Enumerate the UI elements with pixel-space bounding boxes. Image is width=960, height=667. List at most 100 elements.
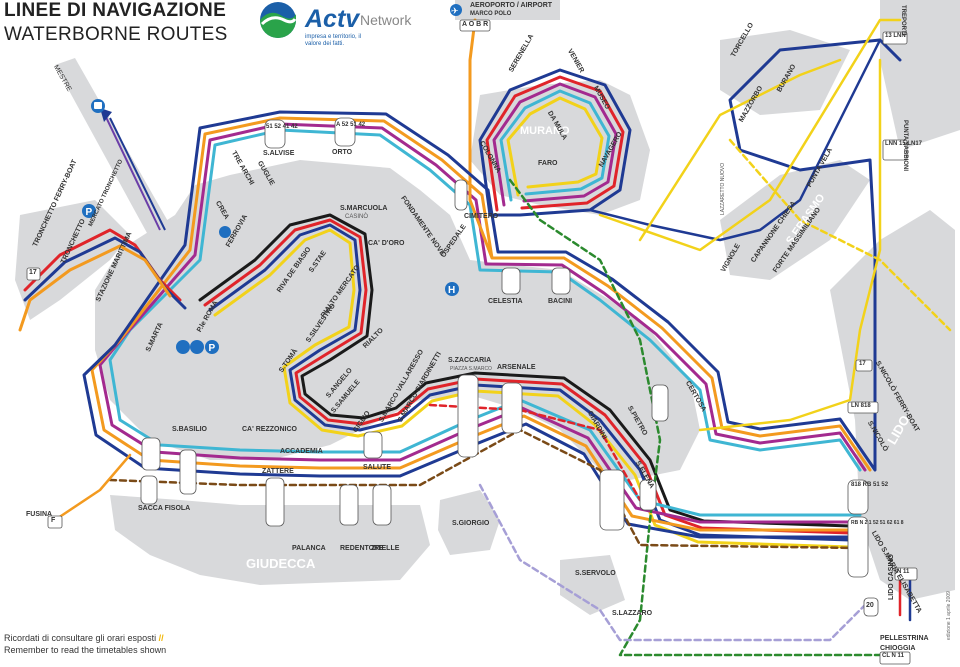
brand-tagline: impresa e territorio, il valore dei fatt…: [305, 34, 362, 47]
box-chioggia: [879, 651, 911, 665]
line-yellow-lido: [598, 18, 902, 252]
label-stops-zitelle: ZITELLE: [371, 545, 400, 552]
bus-icon-glyph: [94, 102, 102, 109]
stop-pill-san-pietro: [651, 384, 669, 422]
hospital-icon-glyph: H: [448, 285, 455, 296]
route-line-orange: [90, 18, 872, 532]
stop-pill-sacca-fisola: [140, 475, 158, 505]
route-line-red: [203, 218, 852, 535]
line-fusina: [53, 453, 132, 522]
label-stops-s-alvise: S.ALVISE: [263, 150, 295, 157]
label-line-codes-lido-box: 818 RB 51 52: [851, 482, 889, 488]
box-casino: [863, 597, 879, 617]
bus-icon-roma-2: [190, 340, 204, 354]
box-treporti: [882, 31, 908, 45]
route-line-purple: [98, 122, 867, 524]
label-stops-lazzaretto: LAZZARETTO NUOVO: [720, 162, 726, 215]
label-line-codes-fusina-box: F: [51, 517, 56, 524]
label-line-codes-chioggia-box: CL N 11: [882, 653, 904, 659]
grand-canal-bundle: [198, 213, 852, 549]
line-dashed-green: [508, 178, 902, 657]
label-stops-salute: SALUTE: [363, 464, 391, 471]
route-line-orange-west: [18, 244, 172, 332]
actv-logo-mark: [260, 2, 297, 38]
stop-pill-lido-818: [847, 479, 869, 515]
parking-icon-roma: [205, 340, 219, 354]
label-stops-s-lazzaro: S.LAZZARO: [612, 610, 653, 617]
label-stops-s-giorgio: S.GIORGIO: [452, 520, 490, 527]
label-stops-cimitero: CIMITERO: [464, 213, 499, 220]
label-stops-chioggia: CHIOGGIA: [880, 645, 916, 652]
brand-network-label: Network: [360, 12, 412, 28]
stop-pill-redentore: [339, 484, 359, 526]
murano-line-red: [485, 75, 625, 212]
line-12-burano: [588, 38, 882, 242]
label-stops-s-basilio: S.BASILIO: [172, 426, 208, 433]
box-fusina: [47, 515, 63, 529]
stop-pill-lido-sme: [847, 516, 869, 578]
box-punta: [882, 139, 908, 161]
mestre-arrow-line-2: [109, 117, 166, 231]
stop-pill-giardini: [599, 469, 625, 531]
label-stops-murano: MURANO: [520, 125, 570, 137]
label-stops-casino: CASINÒ: [345, 214, 369, 220]
label-stops-bacini: BACINI: [548, 298, 573, 305]
murano-line-purple: [492, 82, 618, 207]
stop-pill-bacini: [551, 267, 571, 295]
stop-pill-zattere: [179, 449, 197, 495]
label-stops-fusina: FUSINA: [26, 511, 53, 518]
murano-island: [470, 80, 650, 215]
label-stops-pizza-s-marco: PIAZZA S.MARCO: [450, 366, 492, 372]
stop-pills: [140, 117, 869, 578]
label-line-codes-pellestrina-box: N 11: [897, 569, 910, 575]
burano-island: [720, 30, 850, 115]
label-line-codes-treporti-box: 13 LNN: [885, 33, 906, 39]
label-line-codes-sn-ferry-box: 17: [859, 361, 866, 367]
timetable-note-it-text: Ricordati di consultare gli orari espost…: [4, 633, 157, 643]
stop-pill-palanca: [265, 477, 285, 527]
note-slash: //: [158, 633, 164, 643]
label-stops-s-marcuola: S.MARCUOLA: [340, 205, 388, 212]
lagoon-islands-south: [560, 555, 625, 615]
hospital-icon: [445, 282, 459, 296]
label-line-codes-ln-box: LN 818: [851, 403, 871, 409]
label-stops-s-servolo: S.SERVOLO: [575, 570, 616, 577]
stop-pill-zitelle: [372, 484, 392, 526]
label-stops-ca-doro: CA' D'ORO: [368, 240, 405, 247]
label-line-codes-s-alvise-box: 51 52 41 42: [266, 124, 298, 130]
stop-pill-salute: [363, 431, 383, 459]
label-line-codes-lido-sme-box: RB N 2 1 52 51 62 61 8: [851, 520, 904, 526]
label-airport-lines: A O B R: [462, 21, 489, 28]
label-line-codes-tronchetto-box: 17: [29, 269, 37, 276]
land-areas: [15, 0, 960, 615]
murano-line-blue: [478, 68, 632, 217]
markers: P P H ✈: [82, 4, 462, 354]
airport-icon: [450, 4, 462, 16]
mestre-connection: [91, 99, 166, 231]
label-stops-lido-casino: LIDO CASINÒ: [888, 554, 895, 600]
stop-pill-s-elena: [639, 479, 657, 511]
label-stops-orto: ORTO: [332, 149, 353, 156]
murano-line-yellow: [506, 96, 604, 197]
label-stops-arsenale: ARSENALE: [497, 364, 536, 371]
mestre-arrow-line: [104, 114, 161, 231]
timetable-note-en: Remember to read the timetables shown: [4, 645, 167, 655]
line-dashed-lavender: [478, 483, 872, 642]
label-stops-giudecca: GIUDECCA: [246, 556, 316, 571]
stop-pill-arsenale: [501, 382, 523, 434]
box-ln: [847, 401, 879, 414]
label-stops-palanca: PALANCA: [292, 545, 326, 552]
label-stops-zattere: ZATTERE: [262, 468, 294, 475]
route-line-yellow: [213, 228, 852, 549]
stop-pill-cimitero: [454, 179, 468, 211]
label-stops-faro: FARO: [538, 160, 558, 167]
label-stops-celestia: CELESTIA: [488, 298, 523, 305]
stop-pill-s-alvise: [264, 119, 286, 149]
box-airport: [459, 19, 491, 32]
airport-area: [455, 0, 560, 20]
line-yellow-lido-south: [698, 58, 882, 432]
parking-icon-roma-glyph: P: [209, 343, 216, 354]
label-stops-s-zaccaria: S.ZACCARIA: [448, 357, 492, 364]
